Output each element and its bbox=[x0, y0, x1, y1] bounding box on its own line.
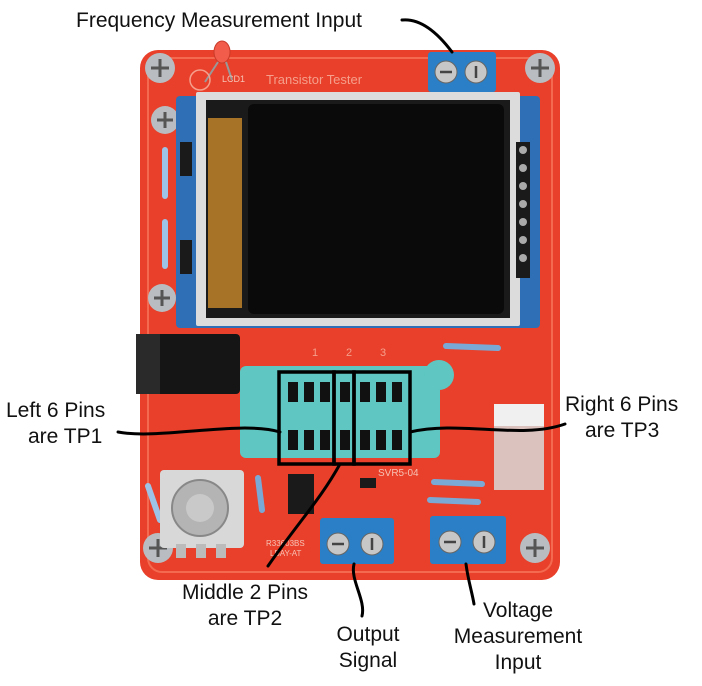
right-pins-label-2: are TP3 bbox=[585, 419, 660, 442]
left-pins-label-2: are TP1 bbox=[28, 425, 103, 448]
lcd-header-pins bbox=[516, 142, 530, 278]
frequency-input-label: Frequency Measurement Input bbox=[76, 9, 362, 32]
tp3-callout-line bbox=[408, 422, 567, 434]
voltage-terminal-block bbox=[430, 516, 506, 564]
output-callout-line bbox=[351, 562, 365, 618]
screw-bottom-right bbox=[520, 533, 550, 563]
socket-num-1: 1 bbox=[312, 347, 318, 359]
resistors-left bbox=[145, 147, 168, 523]
screw-mid-left bbox=[151, 106, 179, 134]
led-component bbox=[189, 40, 233, 91]
lcd-screen bbox=[248, 104, 504, 314]
silkscreen-title: Transistor Tester bbox=[266, 72, 363, 87]
freq-callout-line bbox=[400, 18, 454, 54]
socket-part: SVR5-04 bbox=[378, 468, 419, 479]
middle-pins-label-1: Middle 2 Pins bbox=[181, 581, 309, 604]
screw-lcd-left bbox=[148, 284, 176, 312]
tp1-callout-line bbox=[116, 426, 282, 436]
dc-jack bbox=[136, 334, 240, 394]
right-pins-label-1: Right 6 Pins bbox=[565, 393, 679, 416]
output-label-2: Signal bbox=[338, 649, 398, 672]
left-pins-label-1: Left 6 Pins bbox=[6, 399, 106, 422]
resistors-bottom bbox=[255, 343, 501, 513]
voltage-callout-line bbox=[464, 562, 476, 606]
voltage-label-1: Voltage bbox=[482, 599, 554, 622]
socket-num-2: 2 bbox=[346, 347, 352, 359]
silkscreen-led: LCD1 bbox=[222, 74, 245, 84]
middle-pins-label-2: are TP2 bbox=[207, 607, 283, 630]
voltage-label-3: Input bbox=[494, 651, 542, 674]
tp2-callout-line bbox=[266, 462, 342, 568]
output-terminal-block bbox=[320, 518, 394, 564]
lcd-flex-cable bbox=[208, 118, 242, 308]
callout-lines bbox=[116, 18, 567, 618]
tp3-highlight-box bbox=[352, 370, 412, 466]
frequency-terminal-block bbox=[428, 52, 496, 92]
screw-top-right bbox=[525, 53, 555, 83]
voltage-label-2: Measurement bbox=[453, 625, 583, 648]
zif-socket bbox=[240, 360, 454, 458]
chip-marking-2: LBAY-AT bbox=[270, 549, 302, 558]
socket-num-3: 3 bbox=[380, 347, 386, 359]
screw-top-left bbox=[145, 53, 175, 83]
output-label-1: Output bbox=[336, 623, 400, 646]
rotary-encoder bbox=[160, 470, 244, 558]
